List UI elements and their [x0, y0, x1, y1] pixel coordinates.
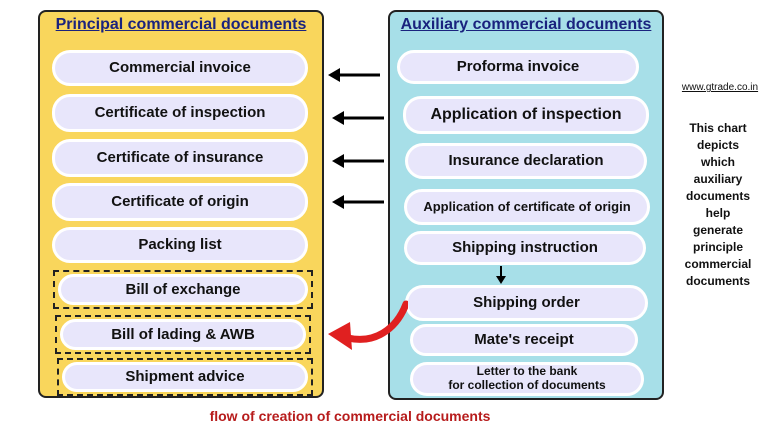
arrow-insurance: [332, 154, 384, 168]
application-of-inspection-node: Application of inspection: [403, 96, 649, 134]
arrow-origin: [332, 195, 384, 209]
shipping-instruction-node: Shipping instruction: [404, 231, 646, 265]
diagram-caption: flow of creation of commercial documents: [209, 408, 491, 424]
certificate-of-insurance-node: Certificate of insurance: [52, 139, 308, 177]
chart-note: This chart depicts which auxiliary docum…: [674, 120, 762, 290]
auxiliary-documents-title: Auxiliary commercial documents: [400, 16, 652, 33]
arrow-inspection: [332, 111, 384, 125]
shipment-advice-box: Shipment advice: [57, 358, 313, 396]
note-line: principle: [692, 240, 743, 254]
note-line: which: [700, 155, 735, 169]
commercial-invoice-node: Commercial invoice: [52, 50, 308, 86]
letter-to-bank-line2: for collection of documents: [448, 378, 606, 392]
note-line: documents: [685, 189, 750, 203]
letter-to-bank-node: Letter to the bank for collection of doc…: [410, 362, 644, 396]
note-line: This chart: [689, 121, 747, 135]
application-of-certificate-of-origin-node: Application of certificate of origin: [404, 189, 650, 225]
note-line: documents: [685, 274, 750, 288]
note-line: generate: [692, 223, 744, 237]
note-line: commercial: [684, 257, 752, 271]
note-line: help: [705, 206, 731, 220]
bill-of-exchange-node: Bill of exchange: [58, 274, 308, 305]
note-line: auxiliary: [693, 172, 743, 186]
mates-receipt-node: Mate's receipt: [410, 324, 638, 356]
note-line: depicts: [696, 138, 739, 152]
principal-documents-title: Principal commercial documents: [55, 16, 307, 33]
certificate-of-origin-node: Certificate of origin: [52, 183, 308, 221]
shipping-order-node: Shipping order: [405, 285, 648, 321]
arrow-down-shipping: [496, 266, 506, 284]
curved-arrow-to-bill-of-lading: [328, 300, 408, 350]
bill-of-lading-box: Bill of lading & AWB: [55, 315, 311, 354]
bill-of-exchange-box: Bill of exchange: [53, 270, 313, 309]
certificate-of-inspection-node: Certificate of inspection: [52, 94, 308, 132]
arrow-proforma-to-invoice: [328, 68, 380, 82]
insurance-declaration-node: Insurance declaration: [405, 143, 647, 179]
packing-list-node: Packing list: [52, 227, 308, 263]
letter-to-bank-line1: Letter to the bank: [476, 364, 578, 379]
bill-of-lading-node: Bill of lading & AWB: [60, 319, 306, 350]
website-link[interactable]: www.gtrade.co.in: [681, 82, 759, 93]
proforma-invoice-node: Proforma invoice: [397, 50, 639, 84]
shipment-advice-node: Shipment advice: [62, 362, 308, 392]
